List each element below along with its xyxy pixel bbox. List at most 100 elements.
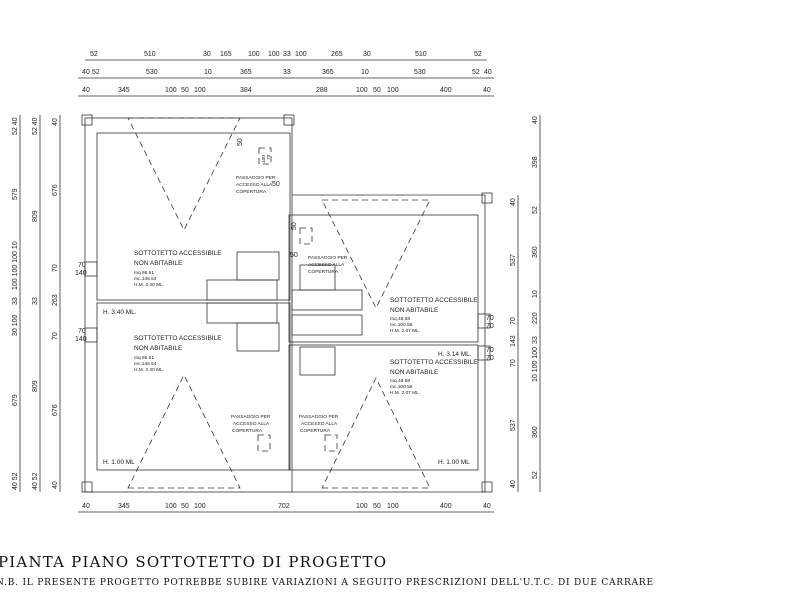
dim-label: 33 (32, 297, 39, 305)
dim-label: 100 (194, 87, 206, 94)
dim-label: 263 (52, 294, 59, 306)
room-bottom-right: SOTTOTETTO ACCESSIBILE NON ABITABILE mq.… (390, 359, 478, 396)
room-volume: mc.146.54 (134, 276, 157, 282)
passage-label: PASSAGGIO PER (231, 414, 271, 420)
dim-label: 40 (484, 69, 492, 76)
dim-label: 10 (204, 69, 212, 76)
dim-label: 40 (510, 198, 517, 206)
dim-label: 30 (363, 51, 371, 58)
dim-label: 100 (165, 503, 177, 510)
dim-label: 40 (52, 481, 59, 489)
dim-label: 100 (387, 503, 399, 510)
passage-label: PASSAGGIO PER (236, 175, 276, 181)
dim-label: 50 (290, 252, 298, 259)
dim-label: 70 (510, 359, 517, 367)
dim-label: 510 (415, 51, 427, 58)
dim-label: 537 (510, 254, 517, 266)
dim-label: 530 (414, 69, 426, 76)
dim-label: 40 (82, 503, 90, 510)
dim-label: 70 (52, 332, 59, 340)
dim-label: 50 (181, 87, 189, 94)
room-volume: mc.100.56 (390, 384, 413, 390)
dim-label: 70 (510, 317, 517, 325)
room-area: mq.66.61 (134, 355, 154, 361)
dim-label: 365 (240, 69, 252, 76)
dim-label: 265 (331, 51, 343, 58)
dim-label: 33 (283, 51, 291, 58)
dim-label: 360 (532, 246, 539, 258)
room-sub: NON ABITABILE (390, 369, 439, 376)
dim-label: 165 (220, 51, 232, 58)
dim-label: 100 (387, 87, 399, 94)
dim-label: 679 (12, 394, 19, 406)
room-sub: NON ABITABILE (134, 260, 183, 267)
passage-label: PASSAGGIO PER (299, 414, 339, 420)
dim-label: 400 (440, 87, 452, 94)
dim-label: 400 (440, 503, 452, 510)
dim-label: 537 (510, 419, 517, 431)
building-walls (81, 114, 493, 493)
dim-label: 10 (361, 69, 369, 76)
dim-label: 143 (510, 335, 517, 347)
left-dimension-lines: 52 40 579 100 100 100 10 33 30 100 679 4… (12, 115, 87, 492)
room-height: H.M. 2.20 ML. (134, 282, 164, 288)
passage-label: COPERTURA (232, 428, 263, 434)
room-name: SOTTOTETTO ACCESSIBILE (390, 359, 478, 366)
dim-label: 100 (248, 51, 260, 58)
dim-label: 40 (510, 480, 517, 488)
dim-label: 33 (12, 297, 19, 305)
room-area: mq.48.58 (390, 316, 410, 322)
dim-label: 365 (322, 69, 334, 76)
dim-label: 384 (240, 87, 252, 94)
room-height: H.M. 2.20 ML. (134, 367, 164, 373)
room-height: H.M. 2.07 ML. (390, 390, 420, 396)
dim-label: 40 (82, 87, 90, 94)
dim-label: 70 (78, 262, 86, 269)
dim-label: 510 (144, 51, 156, 58)
dim-label: 40 (483, 503, 491, 510)
dim-label: 140 (75, 270, 87, 277)
dim-label: 40 52 (12, 472, 19, 490)
passage-label: ACCESSO ALLA (308, 262, 345, 268)
right-dimension-lines: 40 537 70 143 70 537 40 40 398 52 360 10… (486, 115, 541, 492)
dim-label: 398 (532, 156, 539, 168)
dim-label: 40 (483, 87, 491, 94)
dim-label: 50 (181, 503, 189, 510)
dim-label: 52 40 (12, 117, 19, 135)
dim-label: 40 (532, 116, 539, 124)
dim-label: 30 100 (12, 314, 19, 336)
dim-label: 530 (146, 69, 158, 76)
dim-label: 676 (52, 404, 59, 416)
dim-label: 10 100 100 (532, 347, 539, 382)
passage-label: ACCESSO ALLA (236, 182, 273, 188)
room-height: H.M. 2.07 ML. (390, 328, 420, 334)
room-name: SOTTOTETTO ACCESSIBILE (390, 297, 478, 304)
dim-label: 100 (356, 87, 368, 94)
room-volume: mc.146.54 (134, 361, 157, 367)
drawing-note: N.B. IL PRESENTE PROGETTO POTREBBE SUBIR… (0, 578, 654, 588)
dim-label: 40 (52, 118, 59, 126)
passage-label: ACCESSO ALLA (233, 421, 270, 427)
passage-label: COPERTURA (308, 269, 339, 275)
room-area: mq.48.58 (390, 378, 410, 384)
room-volume: mc.100.56 (390, 322, 413, 328)
room-area: mq.66.61 (134, 270, 154, 276)
dim-label: 360 (532, 426, 539, 438)
room-labels: SOTTOTETTO ACCESSIBILE NON ABITABILE mq.… (103, 250, 478, 466)
passage-label: COPERTURA (300, 428, 331, 434)
dim-label: 40 52 (32, 472, 39, 490)
dim-label: 50 (272, 181, 280, 188)
dim-label: 702 (278, 503, 290, 510)
roof-access-labels: PASSAGGIO PER ACCESSO ALLA COPERTURA PAS… (231, 138, 348, 452)
dim-label: 100 (268, 51, 280, 58)
drawing-title: PIANTA PIANO SOTTOTETTO DI PROGETTO (0, 553, 388, 571)
dim-label: 100 (165, 87, 177, 94)
height-label: H. 3.14 ML. (438, 351, 472, 358)
hatch-size: 70 (266, 154, 272, 160)
dim-label: 100 (194, 503, 206, 510)
height-label: H. 1.00 ML (438, 459, 470, 466)
dim-label: 220 (532, 312, 539, 324)
dim-label: 579 (12, 188, 19, 200)
room-name: SOTTOTETTO ACCESSIBILE (134, 335, 222, 342)
